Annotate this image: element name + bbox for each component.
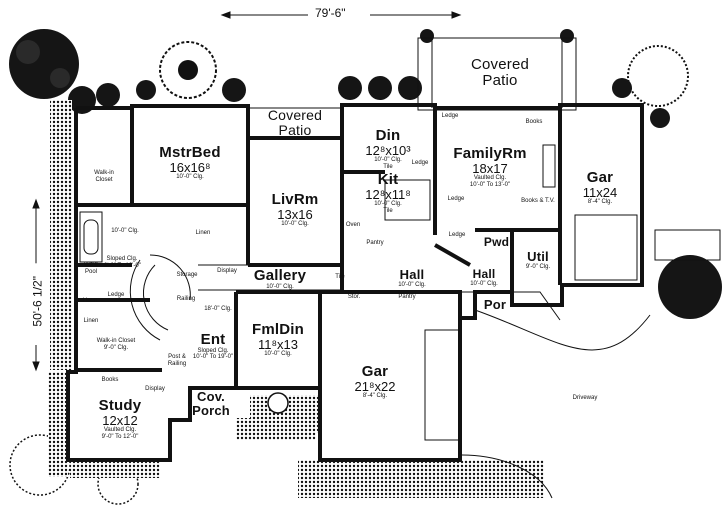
room-utility: Util 9'-0" Clg. [525, 249, 551, 270]
room-family: FamilyRm 18x17 Vaulted Clg. 10'-0" To 13… [453, 145, 527, 188]
ledge-din: Ledge [411, 160, 429, 166]
walk-in-closet-bottom: Walk-in Closet 9'-0" Clg. [96, 338, 136, 351]
overall-depth-dimension [32, 198, 40, 372]
whirlpool: Whirl Pool [84, 262, 98, 275]
kitchen-pantry: Pantry [366, 240, 384, 246]
linen-left: Linen [82, 298, 98, 304]
room-porch-small: Por [483, 297, 507, 312]
room-study: Study 12x12 Vaulted Clg. 9'-0" To 12'-0" [98, 397, 142, 440]
ledge-top: Ledge [441, 113, 459, 119]
bath-ceiling: 10'-0" Clg. [111, 228, 139, 234]
room-powder: Pwdr [483, 235, 515, 249]
covered-porch: Cov. Porch [192, 389, 230, 418]
linen-top: Linen [195, 230, 211, 236]
storage-closet: Stor. [347, 294, 361, 300]
books-study: Books [101, 377, 119, 383]
driveway-label: Driveway [572, 395, 598, 401]
interior-details [79, 37, 721, 499]
covered-patio-right: Covered Patio [470, 56, 530, 89]
storage: Storage [176, 272, 198, 278]
walk-in-closet-top: Walk-in Closet [94, 170, 114, 183]
room-living: LivRm 13x16 10'-0" Clg. [271, 191, 319, 228]
railing: Railing [176, 296, 196, 302]
pantry-hall: Pantry [398, 294, 416, 300]
ceiling-18: 18'-0" Clg. [204, 306, 232, 312]
room-kitchen: Kit 12⁸x11⁸ 10'-0" Clg. Tile [365, 171, 411, 214]
overall-depth-label: 50'-6 1/2" [31, 263, 45, 340]
linen-bottom: Linen [83, 318, 99, 324]
books-tv: Books & T.V. [521, 198, 555, 204]
room-hall-right: Hall 10'-0" Clg. [470, 267, 498, 287]
room-family-dining: FmlDin 11⁸x13 10'-0" Clg. [251, 321, 305, 358]
room-garage-right: Gar 11x24 8'-4" Clg. [582, 169, 618, 206]
room-master-bed: MstrBed 16x16⁸ 10'-0" Clg. [159, 144, 221, 181]
room-entry: Ent Sloped Clg. 10'-0" To 19'-0" [192, 331, 234, 361]
room-dining: Din 12⁸x10³ 10'-0" Clg. Tile [365, 127, 411, 170]
landscape-foliage [9, 29, 722, 505]
tile-gallery: Tile [335, 274, 345, 280]
display-left: Display [217, 268, 237, 274]
ledge-kit: Ledge [447, 196, 465, 202]
porch-circle [267, 392, 289, 414]
display-bottom: Display [145, 386, 165, 392]
bath-sloped-ceiling: Sloped Clg. 9'-0" To 12'-0" [104, 256, 141, 269]
overall-width-dimension [220, 11, 462, 19]
room-gallery: Gallery 10'-0" Clg. [253, 267, 307, 290]
ledge-fam: Ledge [448, 232, 466, 238]
bath-ledge: Ledge [107, 292, 125, 298]
room-garage-main: Gar 21⁸x22 8'-4" Clg. [354, 363, 396, 400]
kitchen-oven: Oven [345, 222, 361, 228]
books-top: Books [525, 119, 543, 125]
overall-width-label: 79'-6" [312, 7, 349, 20]
post-railing: Post & Railing [167, 354, 187, 367]
room-hall-center: Hall 10'-0" Clg. [398, 267, 426, 288]
covered-patio-left: Covered Patio [267, 107, 323, 138]
